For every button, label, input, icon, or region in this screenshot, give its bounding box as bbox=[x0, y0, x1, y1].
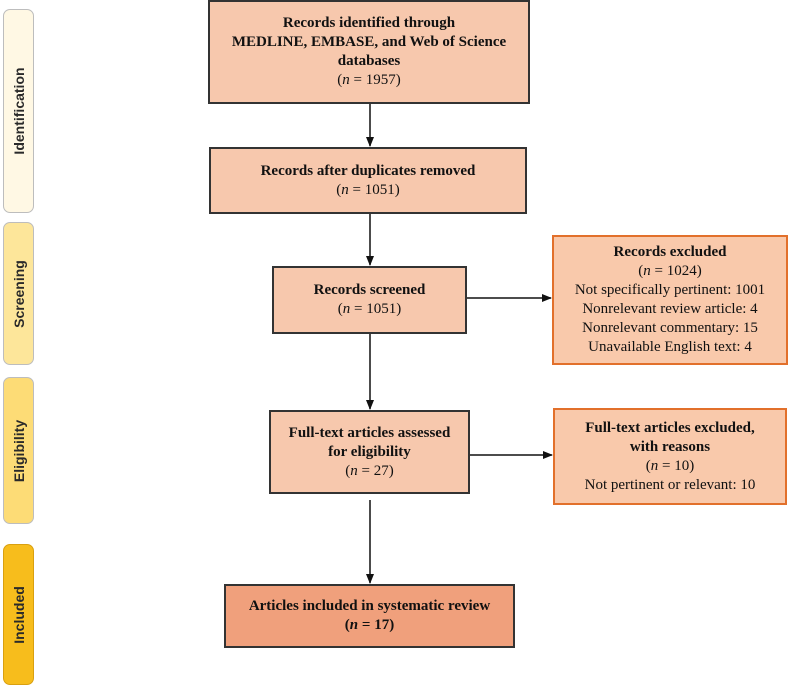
fulltext-assessed-box: Full-text articles assessed for eligibil… bbox=[269, 410, 470, 494]
articles-included-box: Articles included in systematic review (… bbox=[224, 584, 515, 648]
fulltext-excluded-count: (n = 10) bbox=[645, 457, 695, 474]
records-identified-title-3: databases bbox=[337, 53, 401, 69]
fulltext-excluded-box: Full-text articles excluded, with reason… bbox=[553, 408, 787, 505]
phase-screening: Screening bbox=[3, 222, 34, 365]
articles-included-title: Articles included in systematic review bbox=[248, 598, 491, 614]
fulltext-assessed-title-1: Full-text articles assessed bbox=[288, 424, 451, 441]
fulltext-excluded-title-2: with reasons bbox=[629, 438, 711, 455]
records-excluded-reason: Nonrelevant commentary: 15 bbox=[582, 320, 758, 336]
articles-included-count: (n = 17) bbox=[344, 617, 395, 633]
fulltext-excluded-reason: Not pertinent or relevant: 10 bbox=[584, 476, 756, 493]
records-excluded-reason: Unavailable English text: 4 bbox=[588, 339, 752, 355]
records-identified-box: Records identified through MEDLINE, EMBA… bbox=[208, 0, 530, 104]
duplicates-removed-count: (n = 1051) bbox=[336, 181, 400, 198]
duplicates-removed-title: Records after duplicates removed bbox=[260, 162, 476, 179]
records-identified-count: (n = 1957) bbox=[337, 72, 401, 88]
fulltext-assessed-count: (n = 27) bbox=[345, 462, 394, 479]
phase-identification: Identification bbox=[3, 9, 34, 213]
records-identified-title-1: Records identified through bbox=[282, 15, 456, 31]
records-excluded-reason: Nonrelevant review article: 4 bbox=[582, 301, 758, 317]
fulltext-assessed-title-2: for eligibility bbox=[328, 443, 411, 460]
records-excluded-box: Records excluded (n = 1024) Not specific… bbox=[552, 235, 788, 365]
records-excluded-title: Records excluded bbox=[613, 244, 727, 260]
records-excluded-count: (n = 1024) bbox=[638, 263, 702, 279]
phase-eligibility: Eligibility bbox=[3, 377, 34, 524]
fulltext-excluded-title-1: Full-text articles excluded, bbox=[585, 419, 755, 436]
records-screened-box: Records screened (n = 1051) bbox=[272, 266, 467, 334]
phase-included: Included bbox=[3, 544, 34, 685]
records-screened-title: Records screened bbox=[313, 282, 426, 298]
records-excluded-reason: Not specifically pertinent: 1001 bbox=[574, 282, 766, 298]
records-identified-title-2: MEDLINE, EMBASE, and Web of Science bbox=[231, 34, 507, 50]
duplicates-removed-box: Records after duplicates removed (n = 10… bbox=[209, 147, 527, 214]
records-screened-count: (n = 1051) bbox=[337, 301, 402, 317]
